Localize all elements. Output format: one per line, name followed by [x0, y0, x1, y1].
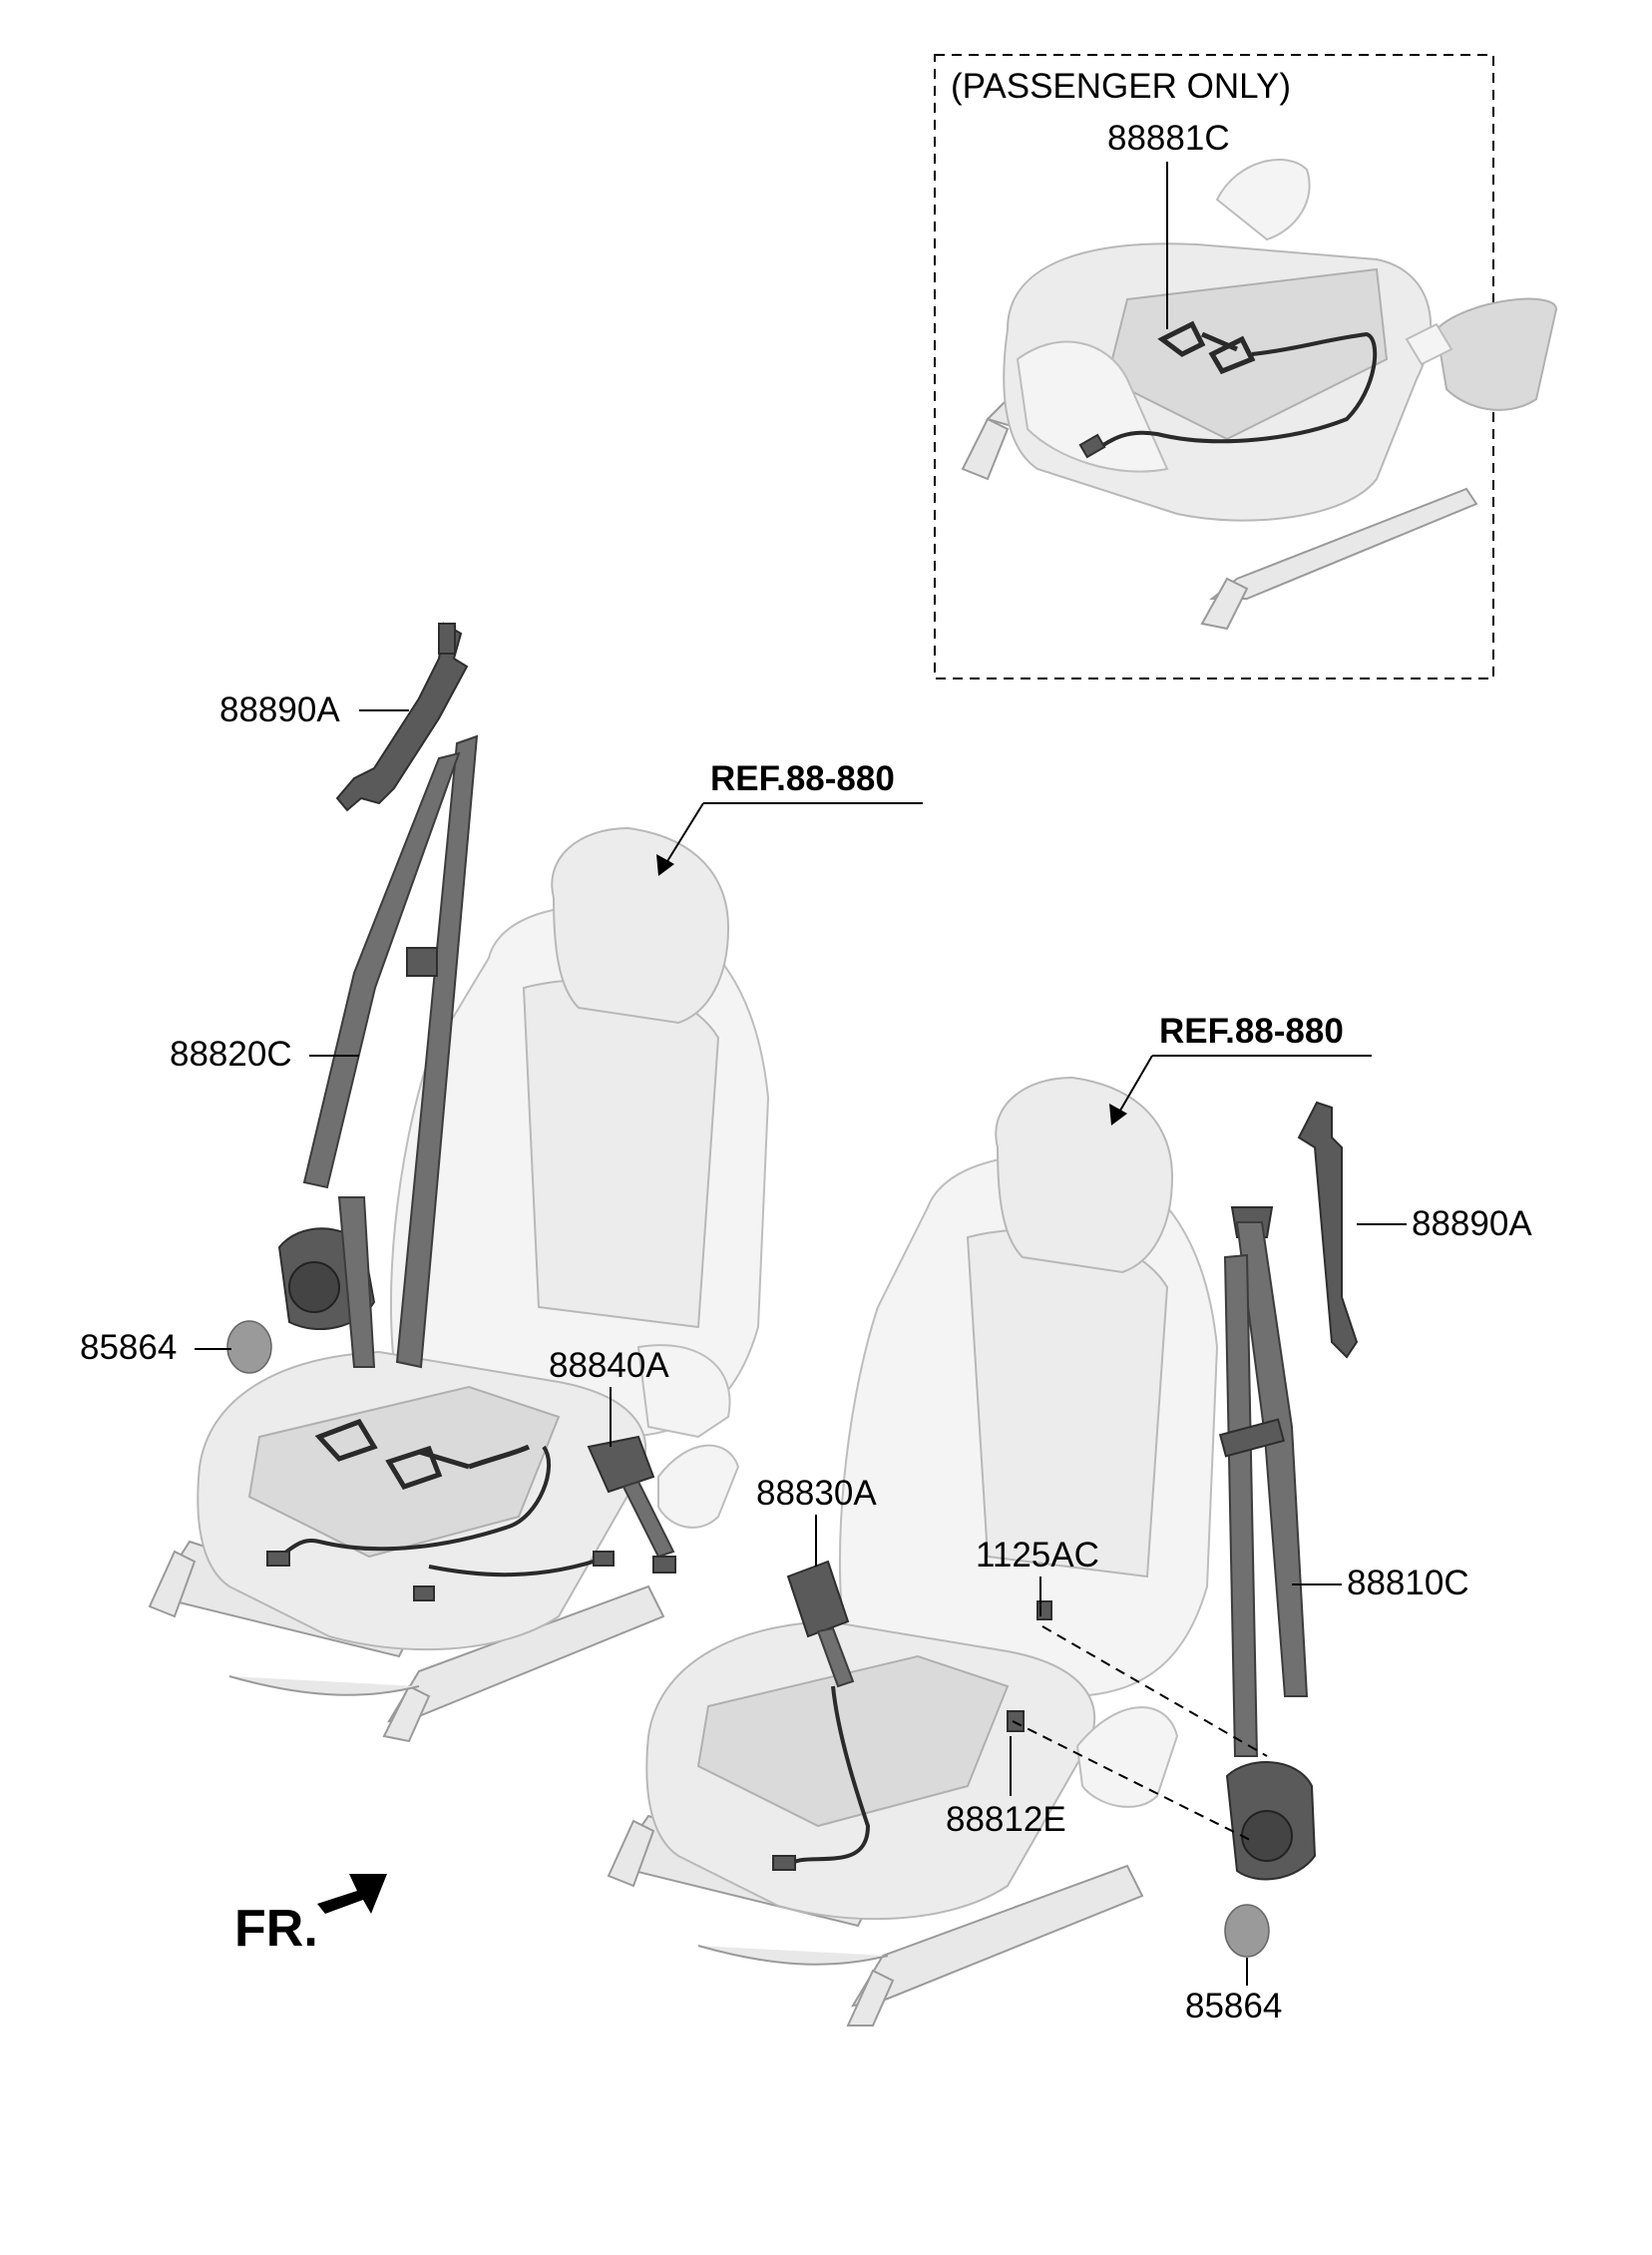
inset-seat-cushion-illustration	[961, 159, 1558, 631]
callout-88890A-left: 88890A	[219, 690, 409, 729]
driver-seat-belt-assembly	[277, 622, 479, 1369]
cover-85864-right	[1224, 1904, 1270, 1958]
label-85864-right: 85864	[1185, 1987, 1282, 2026]
label-88820C: 88820C	[170, 1035, 292, 1074]
callout-88820C: 88820C	[170, 1035, 359, 1074]
label-88840A: 88840A	[549, 1346, 669, 1385]
ref-label-driver-seat: REF.88-880	[710, 759, 895, 798]
passenger-seat-belt-assembly	[1012, 1101, 1359, 1881]
label-88830A: 88830A	[756, 1474, 877, 1513]
ref-callout-passenger-seat: REF.88-880	[1109, 1012, 1372, 1126]
ref-label-passenger-seat: REF.88-880	[1159, 1012, 1344, 1051]
ref-arrow-driver-seat	[656, 854, 674, 876]
label-88812E: 88812E	[946, 1800, 1066, 1839]
passenger-only-inset: (PASSENGER ONLY) 88881C	[934, 54, 1558, 679]
ref-callout-driver-seat: REF.88-880	[656, 759, 923, 876]
label-88890A-right: 88890A	[1412, 1204, 1532, 1243]
callout-85864-right: 85864	[1185, 1958, 1282, 2026]
callout-88810C: 88810C	[1292, 1564, 1469, 1602]
callout-1125AC: 1125AC	[976, 1536, 1099, 1616]
front-label: FR.	[234, 1900, 318, 1958]
callout-88840A: 88840A	[549, 1346, 669, 1447]
passenger-seat-illustration	[607, 1076, 1219, 2027]
label-88890A-left: 88890A	[219, 690, 340, 729]
callout-85864-left: 85864	[80, 1328, 231, 1367]
front-direction-marker: FR.	[234, 1874, 387, 1958]
inset-title: (PASSENGER ONLY)	[951, 67, 1291, 106]
ref-arrow-passenger-seat	[1109, 1104, 1127, 1126]
driver-seat-illustration	[148, 826, 770, 1743]
front-arrow-icon	[317, 1874, 387, 1914]
label-88881C: 88881C	[1107, 119, 1230, 158]
cover-85864-left	[226, 1320, 272, 1374]
callout-88812E: 88812E	[946, 1736, 1066, 1839]
callout-88890A-right: 88890A	[1357, 1204, 1532, 1243]
label-1125AC: 1125AC	[976, 1536, 1099, 1575]
label-85864-left: 85864	[80, 1328, 177, 1367]
callout-88830A: 88830A	[756, 1474, 877, 1567]
label-88810C: 88810C	[1347, 1564, 1469, 1602]
